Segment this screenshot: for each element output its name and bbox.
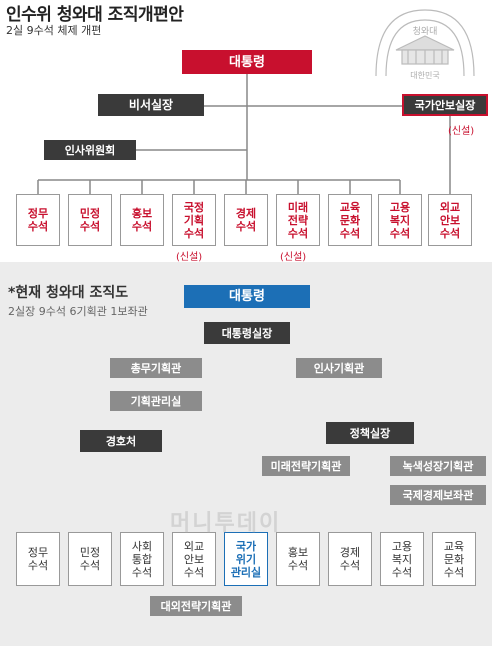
current-secretary-1: 정무 수석 <box>16 532 60 586</box>
proposal-secretary-4: 국정 기획 수석 <box>172 194 216 246</box>
current-secretary-8: 고용 복지 수석 <box>380 532 424 586</box>
watermark: 머니투데이 <box>170 511 282 536</box>
planning-management-node: 기획관리실 <box>110 391 202 411</box>
proposal-secretary-5: 경제 수석 <box>224 194 268 246</box>
current-secretary-2: 민정 수석 <box>68 532 112 586</box>
chief-of-staff-node: 대통령실장 <box>204 322 290 344</box>
green-growth-node: 녹색성장기획관 <box>390 456 486 476</box>
current-subtitle: 2실장 9수석 6기획관 1보좌관 <box>8 305 148 318</box>
seal-bottom-text: 대한민국 <box>410 70 439 80</box>
proposal-secretary-3: 홍보 수석 <box>120 194 164 246</box>
proposal-secretary-7: 교육 문화 수석 <box>328 194 372 246</box>
page-subtitle: 2실 9수석 체제 개편 <box>6 24 102 37</box>
new-note-security: (신설) <box>448 126 475 137</box>
new-note-planning: (신설) <box>176 252 203 263</box>
personnel-committee-node: 인사위원회 <box>44 140 136 160</box>
external-strategy-node: 대외전략기획관 <box>150 596 242 616</box>
proposal-secretary-6: 미래 전략 수석 <box>276 194 320 246</box>
proposal-secretary-1: 정무 수석 <box>16 194 60 246</box>
proposal-secretary-2: 민정 수석 <box>68 194 112 246</box>
current-org-section <box>0 262 492 646</box>
future-strategy-node: 미래전략기획관 <box>262 456 350 476</box>
personnel-planning-node: 인사기획관 <box>296 358 382 378</box>
current-secretary-3: 사회 통합 수석 <box>120 532 164 586</box>
security-service-node: 경호처 <box>80 430 162 452</box>
current-secretary-6: 홍보 수석 <box>276 532 320 586</box>
current-secretary-4: 외교 안보 수석 <box>172 532 216 586</box>
current-secretary-9: 교육 문화 수석 <box>432 532 476 586</box>
general-affairs-node: 총무기획관 <box>110 358 202 378</box>
proposal-secretary-8: 고용 복지 수석 <box>378 194 422 246</box>
blue-house-seal-icon: 청와대 대한민국 <box>375 9 475 80</box>
policy-chief-node: 정책실장 <box>326 422 414 444</box>
president-node: 대통령 <box>182 50 312 74</box>
seal-text: 청와대 <box>413 25 438 37</box>
intl-economy-node: 국제경제보좌관 <box>390 485 486 505</box>
national-security-node: 국가안보실장 <box>402 94 488 116</box>
current-secretary-7: 경제 수석 <box>328 532 372 586</box>
page-title: 인수위 청와대 조직개편안 <box>6 5 184 25</box>
current-title: *현재 청와대 조직도 <box>8 285 129 301</box>
chief-secretary-node: 비서실장 <box>98 94 204 116</box>
diplomacy-secretary: 외교 안보 수석 <box>428 194 472 246</box>
current-secretary-5: 국가 위기 관리실 <box>224 532 268 586</box>
current-president-node: 대통령 <box>184 285 310 308</box>
new-note-future: (신설) <box>280 252 307 263</box>
